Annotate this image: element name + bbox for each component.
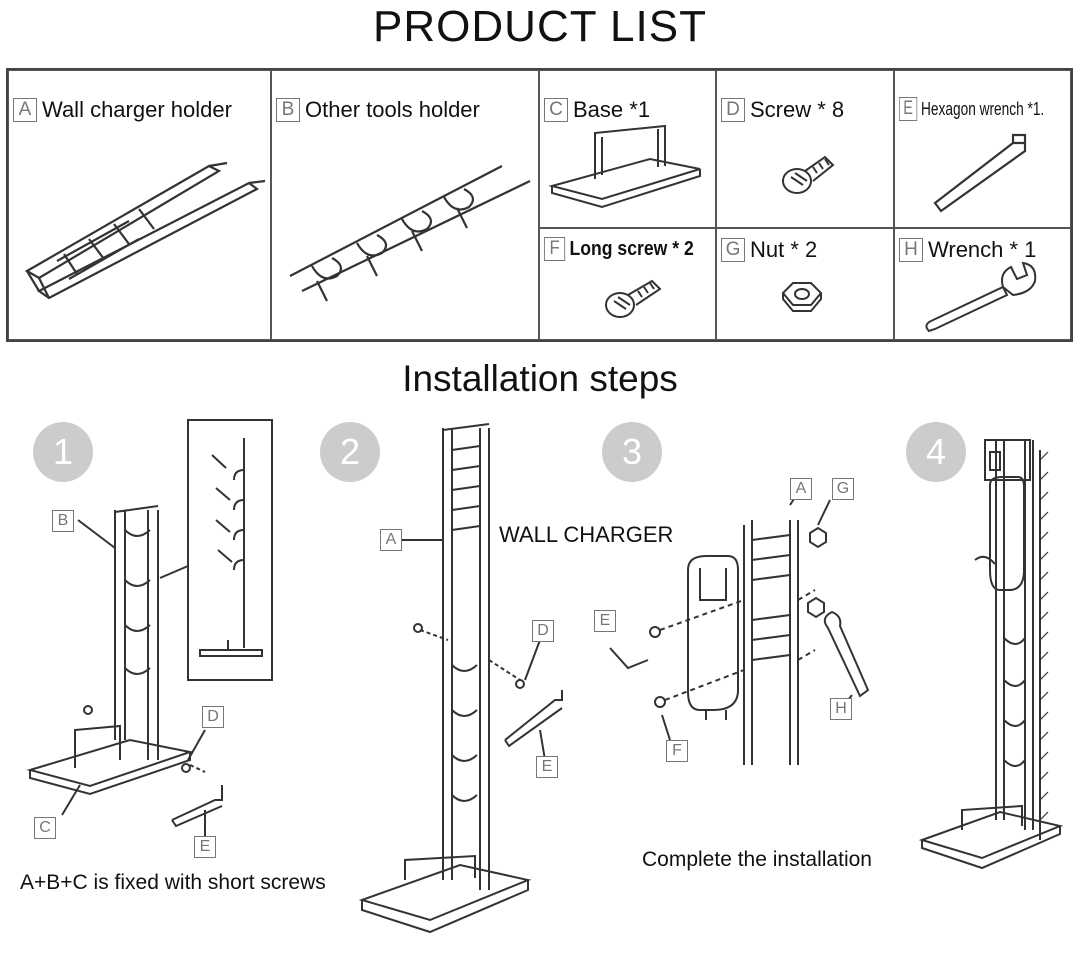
step-3-tag-e: E [594, 610, 616, 632]
installation-title: Installation steps [402, 358, 678, 399]
base-illustration [548, 124, 701, 209]
step-1-illustration [26, 419, 273, 845]
tools-holder-illustration [289, 165, 531, 302]
step-1-caption: A+B+C is fixed with short screws [20, 871, 326, 894]
step-2-tag-e: E [536, 756, 558, 778]
step-2-number: 2 [320, 422, 380, 482]
wall-charger-holder-illustration [24, 161, 266, 300]
nut-icon [781, 282, 823, 312]
step-3-caption: Complete the installation [642, 848, 872, 871]
step-2-illustration [358, 423, 563, 934]
step-4-illustration [918, 439, 1064, 870]
step-2-tag-d: D [532, 620, 554, 642]
long-screw-icon [605, 279, 662, 318]
step-1-tag-c: C [34, 817, 56, 839]
step-3-tag-f: F [666, 740, 688, 762]
screw-icon [782, 155, 835, 194]
step-4-number: 4 [906, 422, 966, 482]
step-1-tag-d: D [202, 706, 224, 728]
hex-wrench-icon [933, 133, 1027, 213]
step-3-tag-g: G [832, 478, 854, 500]
wall-charger-callout: WALL CHARGER [499, 522, 674, 547]
wrench-icon [925, 261, 1037, 333]
step-3-number: 3 [602, 422, 662, 482]
step-3-tag-a: A [790, 478, 812, 500]
product-list-title: PRODUCT LIST [373, 2, 707, 51]
step-1-tag-b: B [52, 510, 74, 532]
step-1-tag-e: E [194, 836, 216, 858]
step-2-tag-a: A [380, 529, 402, 551]
step-1-number: 1 [33, 422, 93, 482]
step-3-tag-h: H [830, 698, 852, 720]
